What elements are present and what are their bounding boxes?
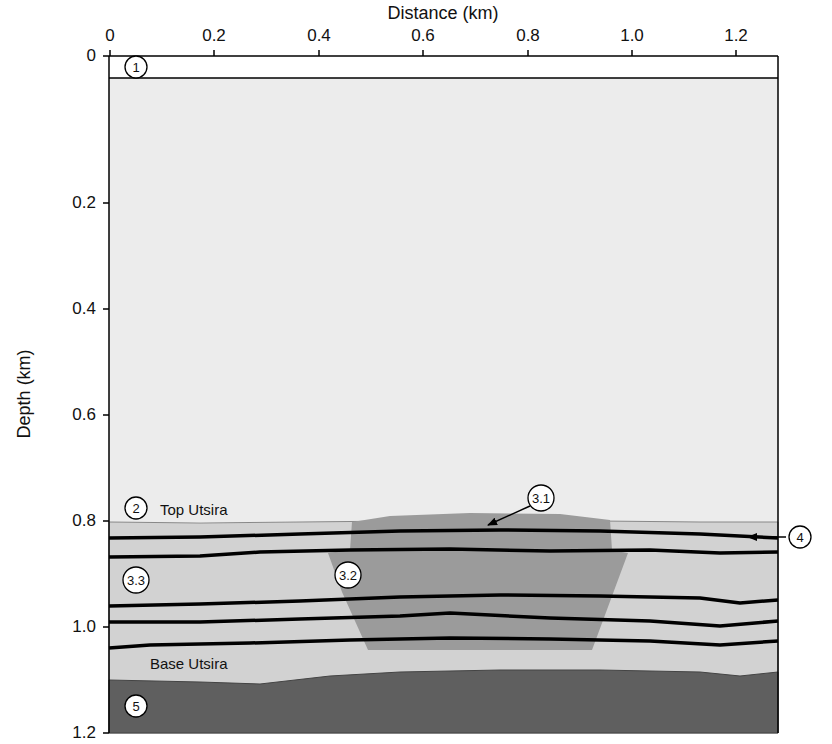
leader-arrow bbox=[488, 506, 530, 525]
tick-label: 0.6 bbox=[72, 406, 96, 425]
horizon-label: Top Utsira bbox=[160, 502, 228, 519]
callout-circle: 2 bbox=[124, 496, 148, 520]
tick-label: 0 bbox=[87, 47, 96, 66]
axes bbox=[103, 50, 778, 733]
leader-arrow bbox=[748, 536, 786, 538]
callout-number: 3.1 bbox=[532, 492, 550, 505]
callout-number: 1 bbox=[132, 61, 139, 74]
callout-circle: 3.2 bbox=[334, 561, 362, 589]
tick-label: 0.8 bbox=[72, 512, 96, 531]
water-layer bbox=[109, 56, 778, 78]
horizon-label: Base Utsira bbox=[150, 656, 228, 673]
callout-circle: 3.1 bbox=[527, 484, 555, 512]
tick-label: 0.8 bbox=[516, 27, 540, 46]
tick-label: 0.6 bbox=[411, 27, 435, 46]
tick-label: 1.0 bbox=[620, 27, 644, 46]
callout-circle: 5 bbox=[124, 694, 148, 718]
tick-label: 1.2 bbox=[72, 724, 96, 743]
overburden bbox=[109, 78, 778, 522]
callout-circle: 4 bbox=[788, 525, 812, 549]
callout-circle: 3.3 bbox=[122, 566, 150, 594]
axis-title: Depth (km) bbox=[14, 349, 34, 438]
callout-number: 3.2 bbox=[339, 569, 357, 582]
tick-label: 1.2 bbox=[724, 27, 748, 46]
tick-label: 0 bbox=[105, 27, 114, 46]
tick-label: 0.4 bbox=[307, 27, 331, 46]
horizons bbox=[109, 530, 778, 648]
callout-number: 2 bbox=[132, 502, 139, 515]
tick-label: 0.2 bbox=[72, 194, 96, 213]
callout-number: 4 bbox=[796, 531, 803, 544]
seabed-line bbox=[109, 77, 778, 79]
callout-number: 3.3 bbox=[127, 574, 145, 587]
callout-circle: 1 bbox=[124, 55, 148, 79]
axis-title: Distance (km) bbox=[387, 4, 498, 24]
tick-label: 0.4 bbox=[72, 300, 96, 319]
base-layer bbox=[109, 670, 778, 733]
tick-label: 0.2 bbox=[202, 27, 226, 46]
tick-label: 1.0 bbox=[72, 618, 96, 637]
callout-number: 5 bbox=[132, 700, 139, 713]
